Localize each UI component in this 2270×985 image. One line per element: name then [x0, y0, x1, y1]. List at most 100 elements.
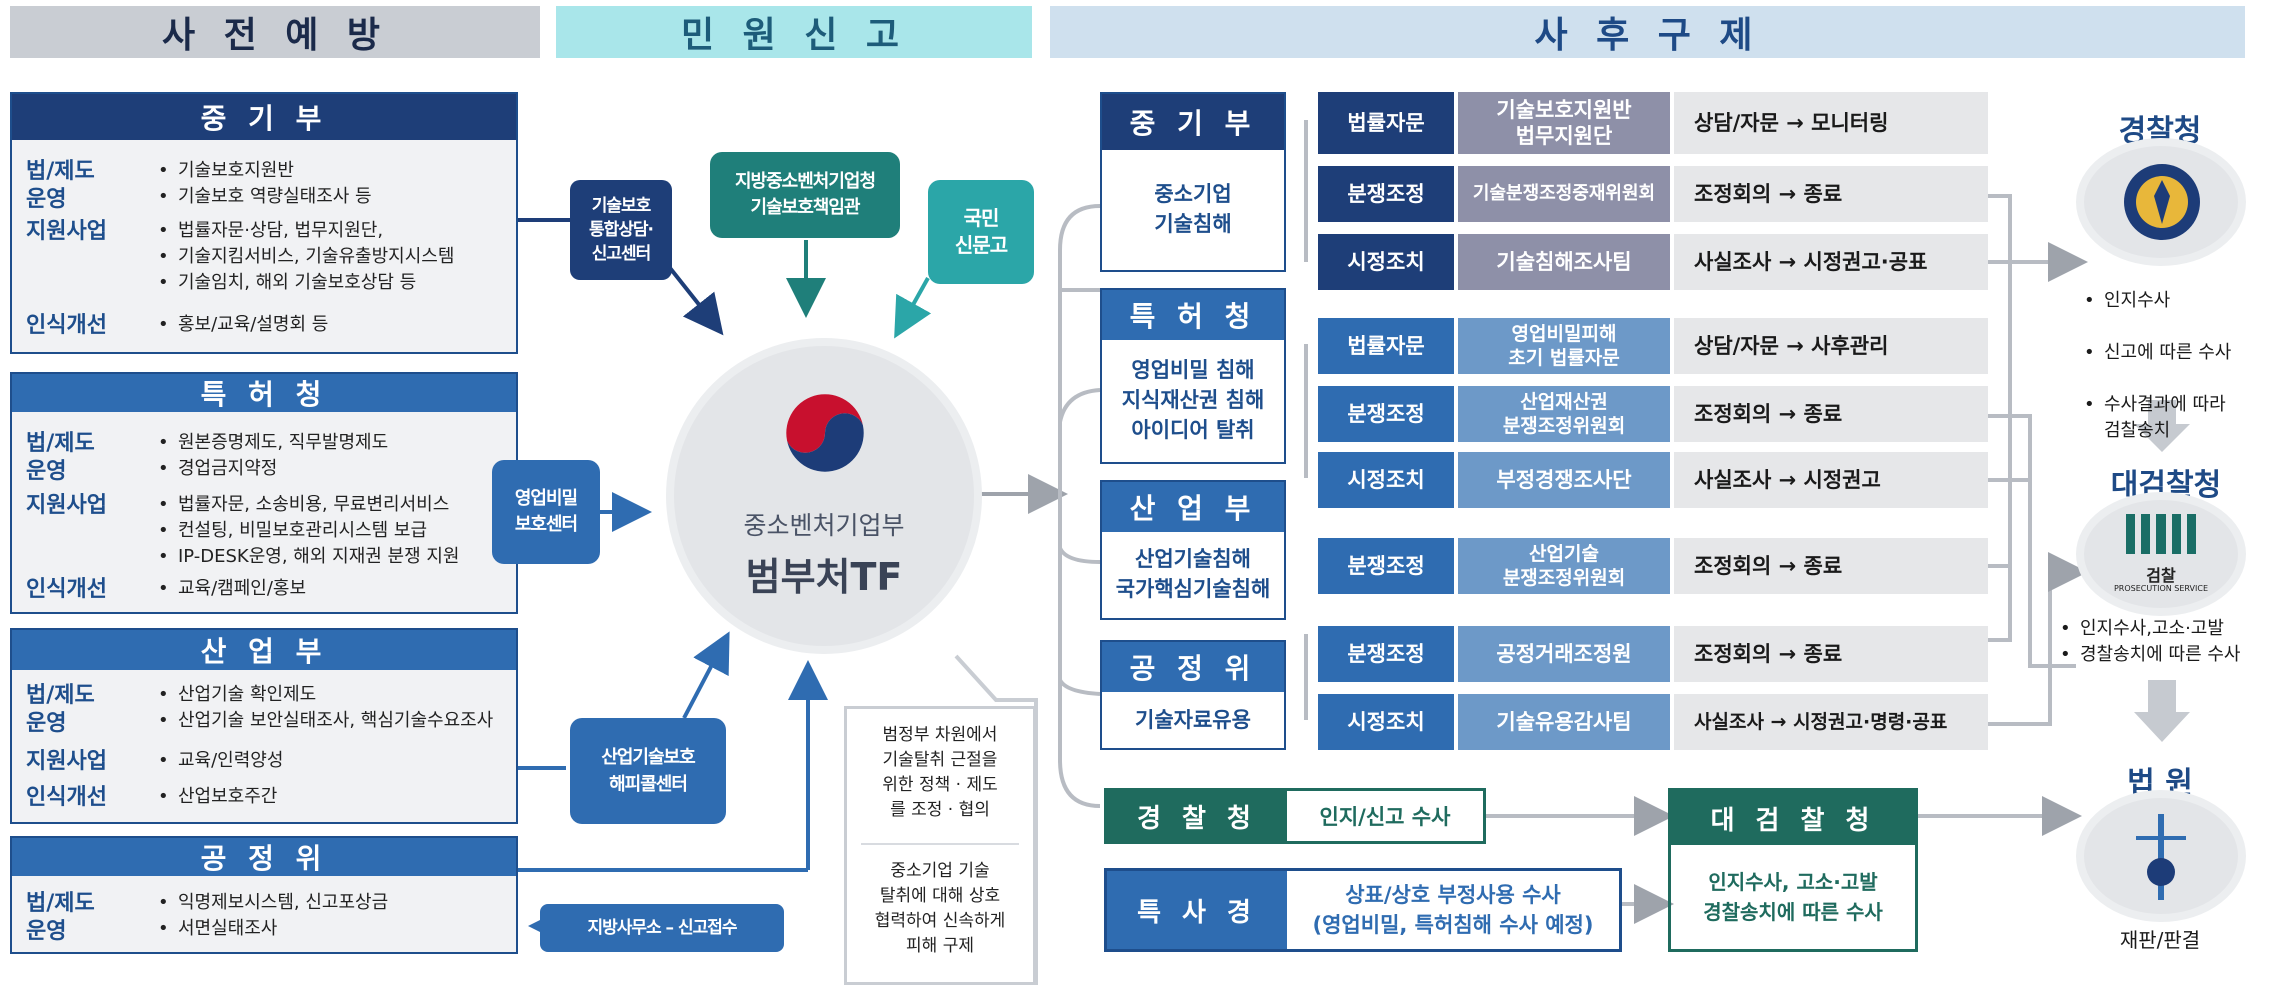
agency-desc: 산업기술침해 국가핵심기술침해 — [1115, 547, 1271, 601]
agency-desc: 영업비밀 침해 지식재산권 침해 아이디어 탈취 — [1121, 358, 1265, 442]
prosecution-box-name: 대 검 찰 청 — [1671, 791, 1915, 845]
row-key: 인식개선 — [26, 785, 107, 810]
list-item: 기술보호 역량실태조사 등 — [158, 184, 508, 210]
agency-name: 산 업 부 — [1102, 482, 1284, 532]
list-item: 신고에 따른 수사 — [2082, 340, 2270, 366]
row-items: 법률자문, 소송비용, 무료변리서비스 컨설팅, 비밀보호관리시스템 보급 IP… — [138, 492, 508, 570]
row-items: 산업기술 확인제도 산업기술 보안실태조사, 핵심기술수요조사 — [138, 682, 508, 738]
hub-circle: 중소벤처기업부 범부처TF — [666, 338, 982, 654]
row-body: 산업재산권 분쟁조정위원회 — [1458, 386, 1670, 442]
list-item: 교육/인력양성 — [158, 748, 508, 774]
tf-note-box: 범정부 차원에서 기술탈취 근절을 위한 정책 · 제도 를 조정 · 협의 중… — [844, 706, 1036, 985]
row-items: 홍보/교육/설명회 등 — [138, 312, 508, 340]
row-items: 교육/인력양성 — [138, 748, 508, 776]
agency-motie: 산 업 부 산업기술침해 국가핵심기술침해 — [1100, 480, 1286, 620]
prosecution-logo-icon — [2126, 514, 2197, 554]
row-items: 기술보호지원반 기술보호 역량실태조사 등 — [138, 158, 508, 214]
hub-org: 중소벤처기업부 — [743, 511, 905, 540]
police-emblem — [2076, 138, 2246, 266]
row-body: 산업기술 분쟁조정위원회 — [1458, 538, 1670, 594]
court-scale-icon — [2136, 814, 2186, 900]
agency-desc: 기술자료유용 — [1135, 708, 1251, 732]
agency-ftc: 공 정 위 기술자료유용 — [1100, 640, 1286, 750]
list-item: 기술임치, 해외 기술보호상담 등 — [158, 270, 508, 296]
note-divider — [861, 843, 1019, 845]
list-item: 원본증명제도, 직무발명제도 — [158, 430, 508, 456]
agency-mss: 중 기 부 중소기업 기술침해 — [1100, 92, 1286, 272]
police-box-name: 경 찰 청 — [1107, 791, 1287, 841]
list-item: 법률자문·상담, 법무지원단, — [158, 218, 508, 244]
court-caption: 재판/판결 — [2119, 928, 2201, 952]
special-box-desc: 상표/상호 부정사용 수사 (영업비밀, 특허침해 수사 예정) — [1312, 883, 1594, 937]
tech-protection-center: 기술보호 통합상담· 신고센터 — [570, 180, 672, 280]
row-type: 분쟁조정 — [1318, 538, 1454, 594]
prosecution-logo-text: 검찰 — [2146, 566, 2176, 585]
kipo-prevention-box: 특 허 청 법/제도 운영 원본증명제도, 직무발명제도 경업금지약정 지원사업… — [10, 372, 518, 614]
tf-note-1: 범정부 차원에서 기술탈취 근절을 위한 정책 · 제도 를 조정 · 협의 — [882, 725, 998, 820]
police-badge-icon — [2124, 164, 2200, 240]
list-item: 산업기술 확인제도 — [158, 682, 508, 708]
row-key: 인식개선 — [26, 577, 107, 602]
row-type: 시정조치 — [1318, 234, 1454, 290]
list-item: 산업기술 보안실태조사, 핵심기술수요조사 — [158, 708, 508, 734]
list-item: 경업금지약정 — [158, 456, 508, 482]
agency-name: 중 기 부 — [1102, 94, 1284, 150]
row-items: 익명제보시스템, 신고포상금 서면실태조사 — [138, 890, 508, 946]
list-item: 인지수사,고소·고발 — [2058, 616, 2268, 642]
row-flow: 조정회의 → 종료 — [1674, 166, 1988, 222]
list-item: 인지수사 — [2082, 288, 2270, 314]
row-body: 기술분쟁조정중재위원회 — [1458, 166, 1670, 222]
list-item: 경찰송치에 따른 수사 — [2058, 642, 2268, 668]
list-item: IP-DESK운영, 해외 지재권 분쟁 지원 — [158, 544, 508, 570]
row-flow: 조정회의 → 종료 — [1674, 626, 1988, 682]
mss-prevention-box: 중 기 부 법/제도 운영 기술보호지원반 기술보호 역량실태조사 등 지원사업… — [10, 92, 518, 354]
row-type: 분쟁조정 — [1318, 166, 1454, 222]
regional-intake-box: 지방사무소 – 신고접수 — [540, 904, 784, 952]
row-type: 분쟁조정 — [1318, 386, 1454, 442]
tf-note-2: 중소기업 기술 탈취에 대해 상호 협력하여 신속하게 피해 구제 — [874, 861, 1006, 956]
row-key: 지원사업 — [26, 219, 107, 244]
agency-kipo: 특 허 청 영업비밀 침해 지식재산권 침해 아이디어 탈취 — [1100, 288, 1286, 464]
list-item: 서면실태조사 — [158, 916, 508, 942]
row-body: 기술보호지원반 법무지원단 — [1458, 92, 1670, 154]
row-type: 법률자문 — [1318, 318, 1454, 374]
list-item: 법률자문, 소송비용, 무료변리서비스 — [158, 492, 508, 518]
row-key: 법/제도 운영 — [26, 891, 95, 944]
row-flow: 사실조사 → 시정권고·공표 — [1674, 234, 1988, 290]
list-item: 기술보호지원반 — [158, 158, 508, 184]
list-item: 익명제보시스템, 신고포상금 — [158, 890, 508, 916]
row-flow: 조정회의 → 종료 — [1674, 386, 1988, 442]
regional-office-box: 지방중소벤처기업청 기술보호책임관 — [710, 152, 900, 238]
agency-desc: 중소기업 기술침해 — [1154, 182, 1232, 236]
court-emblem — [2076, 790, 2246, 922]
mss-title: 중 기 부 — [12, 94, 516, 140]
prosecution-duties: 인지수사,고소·고발 경찰송치에 따른 수사 — [2058, 616, 2268, 668]
row-body: 기술유용감사팀 — [1458, 694, 1670, 750]
section-prevention-header: 사 전 예 방 — [10, 6, 540, 58]
trade-secret-center: 영업비밀 보호센터 — [492, 460, 600, 564]
police-duties: 인지수사 신고에 따른 수사 수사결과에 따라 검찰송치 — [2082, 262, 2270, 470]
industry-happycall-center: 산업기술보호 해피콜센터 — [570, 718, 726, 824]
police-box: 경 찰 청 인지/신고 수사 — [1104, 788, 1486, 844]
prosecution-emblem: 검찰 PROSECUTION SERVICE — [2076, 492, 2246, 616]
ftc-title: 공 정 위 — [12, 838, 516, 876]
row-flow: 조정회의 → 종료 — [1674, 538, 1988, 594]
list-item: 기술지킴서비스, 기술유출방지시스템 — [158, 244, 508, 270]
row-key: 법/제도 운영 — [26, 159, 95, 212]
row-body: 공정거래조정원 — [1458, 626, 1670, 682]
row-flow: 사실조사 → 시정권고·명령·공표 — [1674, 694, 1988, 750]
row-key: 지원사업 — [26, 749, 107, 774]
motie-prevention-box: 산 업 부 법/제도 운영 산업기술 확인제도 산업기술 보안실태조사, 핵심기… — [10, 628, 518, 824]
row-type: 분쟁조정 — [1318, 626, 1454, 682]
list-item: 컨설팅, 비밀보호관리시스템 보급 — [158, 518, 508, 544]
motie-title: 산 업 부 — [12, 630, 516, 670]
hub-name: 범부처TF — [745, 555, 903, 599]
special-police-box: 특 사 경 상표/상호 부정사용 수사 (영업비밀, 특허침해 수사 예정) — [1104, 868, 1622, 952]
row-items: 교육/캠페인/홍보 — [138, 576, 508, 604]
row-items: 산업보호주간 — [138, 784, 508, 812]
ftc-prevention-box: 공 정 위 법/제도 운영 익명제보시스템, 신고포상금 서면실태조사 — [10, 836, 518, 954]
row-body: 부정경쟁조사단 — [1458, 452, 1670, 508]
list-item: 홍보/교육/설명회 등 — [158, 312, 508, 338]
row-type: 시정조치 — [1318, 694, 1454, 750]
